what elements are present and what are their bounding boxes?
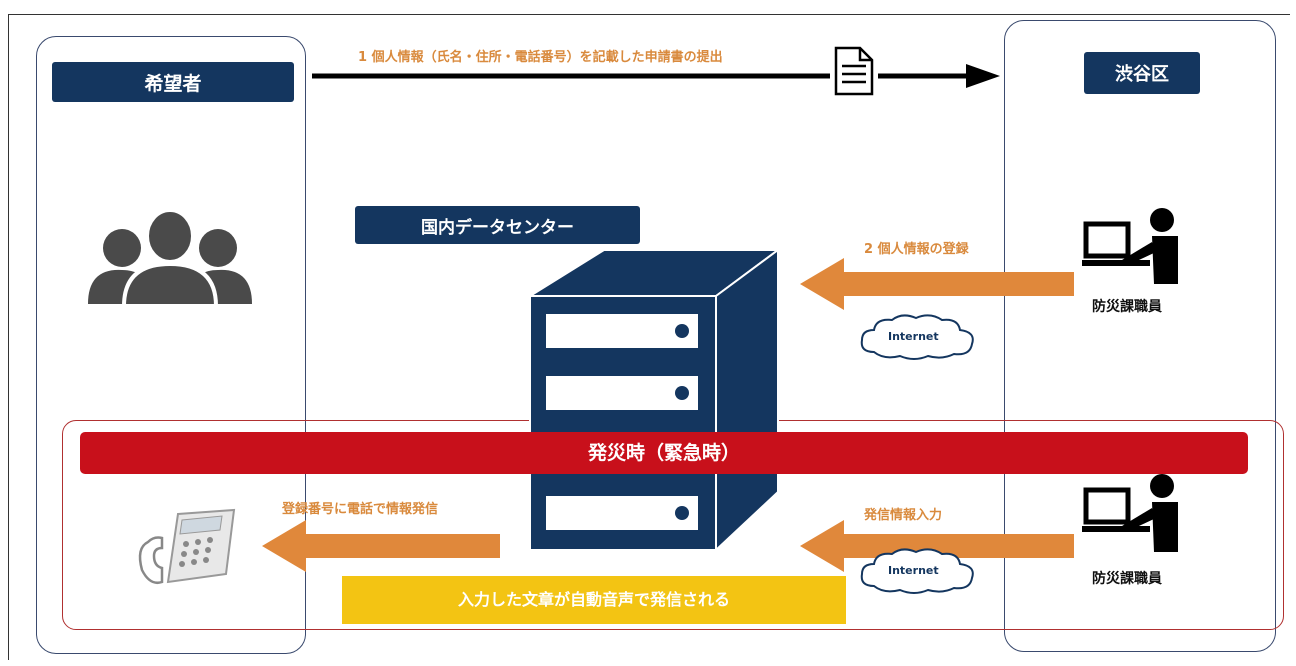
staff-computer-icon-top [1082,208,1178,284]
step1-arrow [312,64,1000,88]
telephone-icon [138,508,236,584]
emergency-banner-label: 発災時（緊急時） [587,442,740,464]
send-input-text: 発信情報入力 [864,508,943,523]
step2-text: 2 個人情報の登録 [864,242,969,257]
cloud-icon [860,548,974,594]
staff-computer-icon-bottom [1082,474,1178,552]
cloud-icon [860,314,974,360]
datacenter-label: 国内データセンター [355,206,640,244]
step2-arrow [800,258,1074,310]
staff-label-bottom: 防災課職員 [1092,571,1162,587]
document-icon [834,46,874,96]
call-text: 登録番号に電話で情報発信 [282,502,439,517]
server-icon [526,248,782,553]
shibuya-label: 渋谷区 [1084,52,1200,94]
step1-text: 1 個人情報（氏名・住所・電話番号）を記載した申請書の提出 [358,50,723,65]
call-arrow [262,520,500,572]
emergency-banner [80,432,1248,474]
internet-label-bottom: Internet [888,564,939,577]
applicant-panel [36,36,306,654]
staff-label-top: 防災課職員 [1092,299,1162,315]
auto-voice-label: 入力した文章が自動音声で発信される [457,590,730,609]
send-input-arrow [800,520,1074,572]
shibuya-panel [1004,20,1276,652]
outer-frame [8,14,1290,660]
applicant-label: 希望者 [52,62,294,102]
people-group-icon [88,208,252,308]
auto-voice-box [342,576,846,624]
internet-label-top: Internet [888,330,939,343]
